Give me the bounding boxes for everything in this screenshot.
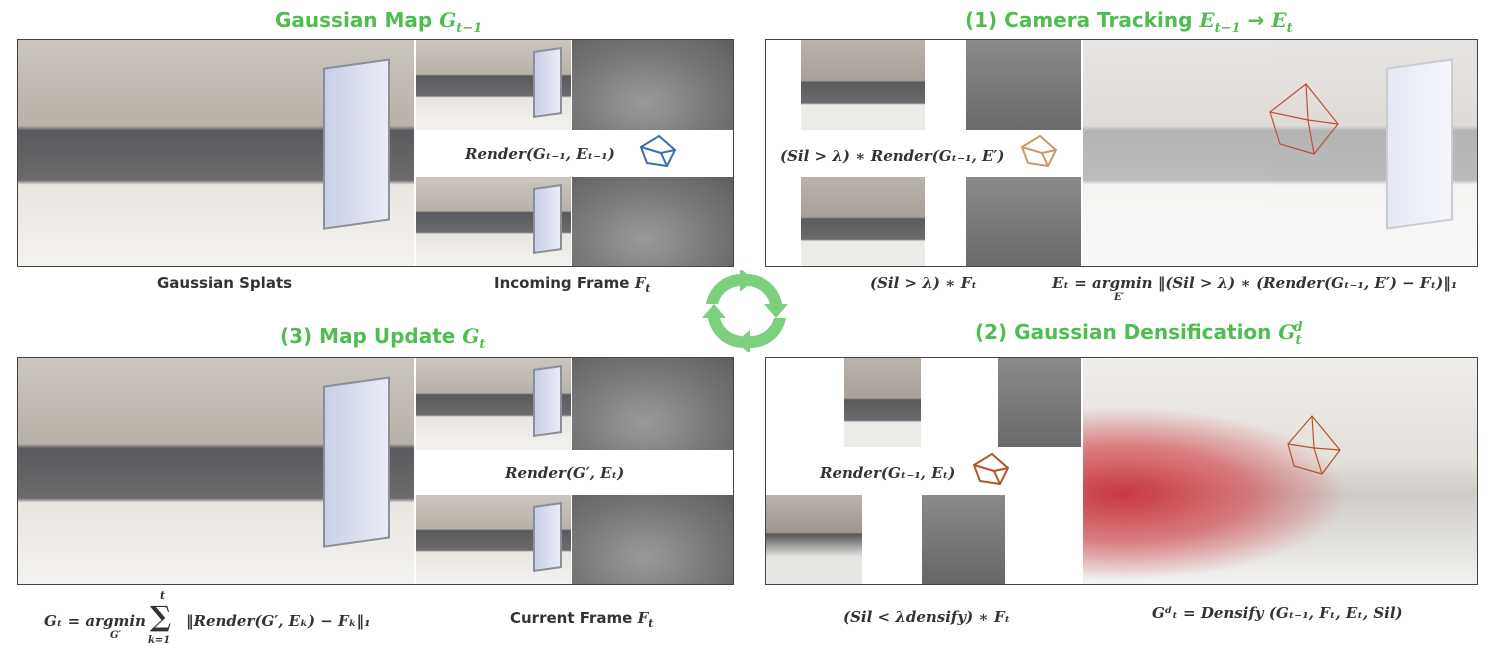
render-dens-formula: Render(Gₜ₋₁, Eₜ): [820, 464, 956, 482]
camera-frustum-icon: [1287, 415, 1341, 475]
render-update-formula: Render(G′, Eₜ): [505, 464, 625, 482]
current-frame-depth: [572, 495, 733, 584]
cycle-arrows-icon: [702, 270, 788, 352]
densification-panel: [765, 357, 1478, 585]
incoming-frame-caption: Incoming Frame Ft: [494, 274, 651, 295]
densified-point-cloud-image: [1083, 358, 1477, 584]
tracking-equation-under: E′: [1114, 292, 1125, 303]
incoming-depth: [572, 177, 733, 266]
sil-frame-rgb: [766, 177, 925, 266]
render-prev-formula: Render(Gₜ₋₁, Eₜ₋₁): [465, 145, 615, 163]
incoming-rgb: [416, 177, 571, 266]
update-equation-sum-bottom: k=1: [148, 635, 171, 646]
sil-render-formula: (Sil > λ) ∗ Render(Gₜ₋₁, E′): [780, 147, 1005, 165]
tracking-equation: Eₜ = argmin ‖(Sil > λ) ∗ (Render(Gₜ₋₁, E…: [1052, 274, 1458, 292]
map-update-panel: [17, 357, 734, 585]
render-depth-prev: [572, 40, 733, 130]
camera-frustum-icon: [639, 134, 677, 168]
current-frame-rgb: [416, 495, 571, 584]
sil-frame-formula: (Sil > λ) ∗ Fₜ: [870, 274, 977, 292]
sil-render-depth: [926, 40, 1081, 130]
camera-frustum-icon: [972, 452, 1010, 486]
dens-render-depth: [922, 358, 1081, 447]
gaussian-splats-image: [18, 40, 414, 266]
title-map-update: (3) Map Update Gt: [280, 324, 486, 352]
current-frame-caption: Current Frame Ft: [510, 609, 654, 630]
camera-frustum-icon: [1269, 83, 1339, 155]
camera-frustum-icon: [1020, 134, 1058, 168]
sil-frame-depth: [926, 177, 1081, 266]
update-equation-rhs: ‖Render(G′, Eₖ) − Fₖ‖₁: [186, 612, 371, 630]
update-equation-under: G′: [110, 630, 122, 641]
update-equation-sum-top: t: [160, 589, 166, 602]
sil-dens-formula: (Sil < λdensify) ∗ Fₜ: [843, 608, 1011, 626]
sil-render-rgb: [766, 40, 925, 130]
densify-equation: Gᵈₜ = Densify (Gₜ₋₁, Fₜ, Eₜ, Sil): [1152, 604, 1403, 622]
render-update-rgb: [416, 358, 571, 450]
tracking-scene-image: [1083, 40, 1477, 266]
title-densification: (2) Gaussian Densification Gtd: [975, 320, 1303, 348]
gaussian-splats-caption: Gaussian Splats: [157, 274, 293, 292]
title-camera-tracking: (1) Camera Tracking Et−1 → Et: [965, 8, 1293, 36]
dens-render-rgb: [766, 358, 921, 447]
render-update-depth: [572, 358, 733, 450]
render-rgb-prev: [416, 40, 571, 130]
camera-tracking-panel: [765, 39, 1478, 267]
dens-frame-depth: [922, 495, 1081, 584]
update-equation: Gₜ = argmin: [44, 612, 146, 630]
gaussian-map-panel: [17, 39, 734, 267]
dens-frame-rgb: [766, 495, 921, 584]
title-gaussian-map: Gaussian Map Gt−1: [275, 8, 483, 36]
update-equation-sum: ∑: [150, 600, 172, 633]
map-update-scene-image: [18, 358, 414, 584]
